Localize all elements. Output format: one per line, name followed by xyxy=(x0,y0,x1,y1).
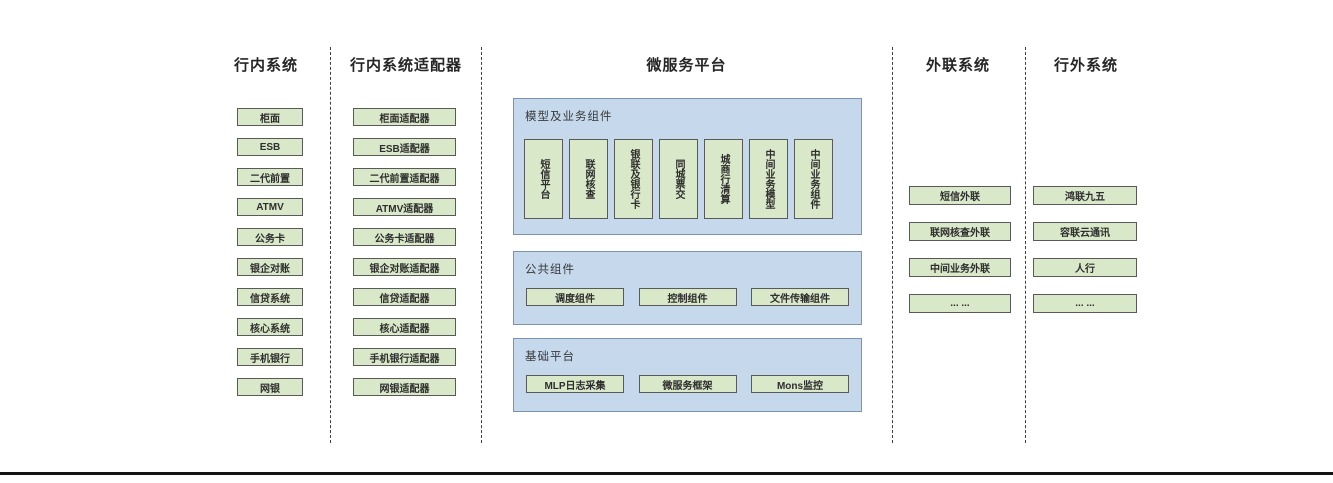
adapter-node: 核心适配器 xyxy=(353,318,456,336)
internal-system-node: 柜面 xyxy=(237,108,303,126)
adapter-node: ESB适配器 xyxy=(353,138,456,156)
internal-system-node: 银企对账 xyxy=(237,258,303,276)
external-systems-list: 鸿联九五容联云通讯人行 ... ... xyxy=(1033,186,1137,313)
internal-system-node: 信贷系统 xyxy=(237,288,303,306)
outreach-system-node: 短信外联 xyxy=(909,186,1011,205)
external-system-node: ... ... xyxy=(1033,294,1137,313)
internal-system-node: ATMV xyxy=(237,198,303,216)
panel-model-business-components: 模型及业务组件 短信平台联网核查银联及银行卡同城票交城商行清算中间业务模型中间业… xyxy=(513,98,862,235)
panel-common-components: 公共组件 调度组件控制组件文件传输组件 xyxy=(513,251,862,325)
panel-label: 公共组件 xyxy=(525,264,575,276)
common-component-node: 文件传输组件 xyxy=(751,288,849,306)
base-platform-node: 微服务框架 xyxy=(638,375,737,393)
external-system-node: 容联云通讯 xyxy=(1033,222,1137,241)
internal-system-node: 公务卡 xyxy=(237,228,303,246)
model-component-node: 同城票交 xyxy=(659,139,698,219)
outreach-system-node: 中间业务外联 xyxy=(909,258,1011,277)
model-component-node: 银联及银行卡 xyxy=(614,139,653,219)
model-components-row: 短信平台联网核查银联及银行卡同城票交城商行清算中间业务模型中间业务组件 xyxy=(524,139,833,219)
outreach-system-node: ... ... xyxy=(909,294,1011,313)
adapter-node: 手机银行适配器 xyxy=(353,348,456,366)
internal-adapters-list: 柜面适配器 ESB适配器二代前置适配器 ATMV适配器公务卡适配器银企对账适配器信贷… xyxy=(353,108,456,396)
panel-label: 基础平台 xyxy=(525,351,575,363)
adapter-node: 信贷适配器 xyxy=(353,288,456,306)
base-platform-node: MLP日志采集 xyxy=(526,375,624,393)
common-component-node: 调度组件 xyxy=(526,288,624,306)
model-component-node: 城商行清算 xyxy=(704,139,743,219)
model-component-node: 中间业务模型 xyxy=(749,139,788,219)
common-component-node: 控制组件 xyxy=(638,288,737,306)
external-system-node: 人行 xyxy=(1033,258,1137,277)
outreach-systems-list: 短信外联联网核查外联中间业务外联 ... ... xyxy=(909,186,1011,313)
column-title-outreach-systems: 外联系统 xyxy=(925,57,990,74)
adapter-node: ATMV适配器 xyxy=(353,198,456,216)
column-title-microservice-platform: 微服务平台 xyxy=(646,57,727,74)
column-separator xyxy=(892,47,893,443)
internal-system-node: 网银 xyxy=(237,378,303,396)
model-component-node: 联网核查 xyxy=(569,139,608,219)
model-component-node: 短信平台 xyxy=(524,139,563,219)
panel-base-platform: 基础平台 MLP日志采集微服务框架 Mons监控 xyxy=(513,338,862,412)
adapter-node: 公务卡适配器 xyxy=(353,228,456,246)
adapter-node: 网银适配器 xyxy=(353,378,456,396)
panel-label: 模型及业务组件 xyxy=(525,111,613,123)
internal-system-node: 手机银行 xyxy=(237,348,303,366)
column-separator xyxy=(330,47,331,443)
internal-system-node: 二代前置 xyxy=(237,168,303,186)
adapter-node: 柜面适配器 xyxy=(353,108,456,126)
internal-systems-list: 柜面 ESB 二代前置 ATMV 公务卡银企对账信贷系统核心系统手机银行网银 xyxy=(237,108,303,396)
column-title-internal-systems: 行内系统 xyxy=(233,57,298,74)
adapter-node: 银企对账适配器 xyxy=(353,258,456,276)
internal-system-node: ESB xyxy=(237,138,303,156)
column-title-external-systems: 行外系统 xyxy=(1053,57,1118,74)
bottom-divider-line xyxy=(0,472,1333,475)
internal-system-node: 核心系统 xyxy=(237,318,303,336)
column-title-internal-adapters: 行内系统适配器 xyxy=(349,57,462,74)
external-system-node: 鸿联九五 xyxy=(1033,186,1137,205)
base-platform-node: Mons监控 xyxy=(751,375,849,393)
column-separator xyxy=(1025,47,1026,443)
column-separator xyxy=(481,47,482,443)
common-components-row: 调度组件控制组件文件传输组件 xyxy=(526,288,849,306)
outreach-system-node: 联网核查外联 xyxy=(909,222,1011,241)
adapter-node: 二代前置适配器 xyxy=(353,168,456,186)
model-component-node: 中间业务组件 xyxy=(794,139,833,219)
base-platform-row: MLP日志采集微服务框架 Mons监控 xyxy=(526,375,849,393)
